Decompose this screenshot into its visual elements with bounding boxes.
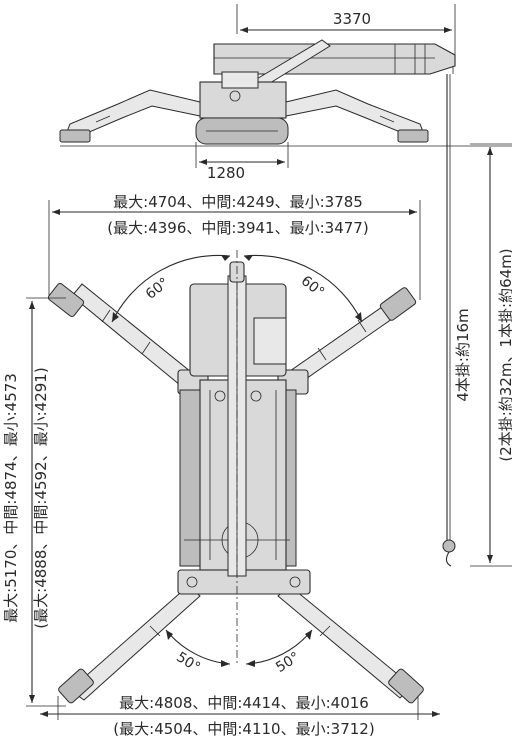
front-span-main-label: 最大:4704、中間:4249、最小:3785 bbox=[113, 193, 363, 211]
hoist-line-alt-label: (2本掛:約32m、1本掛:約64m) bbox=[497, 248, 512, 461]
outrigger-front-left bbox=[71, 283, 197, 391]
rear-span-main-label: 最大:4808、中間:4414、最小:4016 bbox=[119, 694, 369, 712]
side-outrigger-right bbox=[285, 89, 425, 137]
rear-angle-left-label: 50° bbox=[173, 649, 203, 676]
front-angle-arc-right bbox=[243, 254, 363, 323]
plan-view: 最大:4704、中間:4249、最小:3785 (最大:4396、中間:3941… bbox=[2, 193, 440, 738]
side-view: 3370 1280 bbox=[59, 4, 512, 182]
front-span-alt-label: (最大:4396、中間:3941、最小:3477) bbox=[107, 219, 368, 237]
front-angle-right-label: 60° bbox=[298, 273, 327, 301]
boom-length-label: 3370 bbox=[333, 10, 371, 28]
front-angle-arc-left bbox=[111, 254, 231, 323]
hoist-line-main-label: 4本掛:約16m bbox=[454, 308, 472, 401]
length-main-label: 最大:5170、中間:4874、最小:4573 bbox=[2, 373, 20, 623]
hoist-line: 4本掛:約16m (2本掛:約32m、1本掛:約64m) bbox=[442, 74, 512, 567]
length-alt-label: (最大:4888、中間:4592、最小:4291) bbox=[32, 367, 50, 628]
track-width-label: 1280 bbox=[207, 164, 245, 182]
side-outrigger-left bbox=[65, 89, 201, 137]
boom bbox=[213, 43, 456, 75]
rear-angle-right-label: 50° bbox=[273, 649, 303, 676]
rear-span-alt-label: (最大:4504、中間:4110、最小:3712) bbox=[113, 720, 374, 738]
